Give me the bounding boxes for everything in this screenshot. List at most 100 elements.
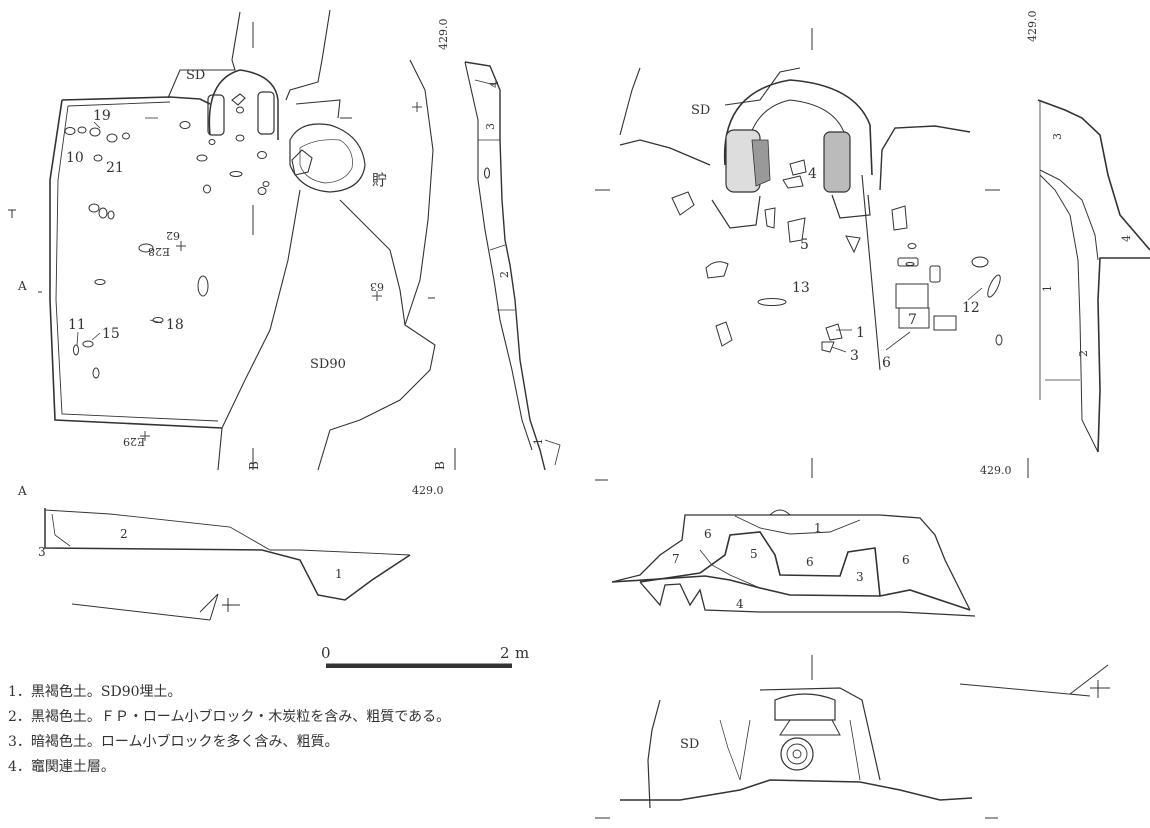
bottom-kamado-pot-inner bbox=[786, 743, 808, 765]
bottom-kamado-top bbox=[774, 693, 836, 721]
label-elev-mid-left: 429.0 bbox=[412, 484, 444, 497]
profile-stone bbox=[483, 167, 491, 179]
leader-lines-right bbox=[831, 287, 983, 353]
profile-layer-lines bbox=[474, 79, 515, 311]
artifact-number: 12 bbox=[962, 300, 980, 316]
scale-bar-fill bbox=[326, 664, 512, 668]
label-section-a: A bbox=[17, 279, 27, 293]
section-a-top bbox=[44, 509, 271, 551]
label-sd-bottom: SD bbox=[680, 737, 699, 752]
leader-line bbox=[91, 332, 101, 341]
artifact-shape bbox=[987, 274, 1001, 298]
artifact-shape bbox=[845, 235, 861, 254]
artifact-shape bbox=[93, 154, 103, 162]
artifact-shape bbox=[89, 127, 101, 137]
artifact-shape bbox=[88, 203, 100, 213]
profile-bottom bbox=[544, 439, 561, 466]
north-arrow-right bbox=[959, 664, 1110, 698]
section-a-layer3 bbox=[51, 513, 71, 547]
artifact-shape bbox=[671, 191, 695, 216]
section-r-layer7 bbox=[699, 549, 761, 589]
artifact-number: 21 bbox=[106, 160, 124, 176]
label-elev-top-right: 429.0 bbox=[1026, 11, 1039, 43]
artifact-shape bbox=[98, 207, 108, 219]
artifact-shape bbox=[73, 344, 79, 356]
artifact-shape bbox=[825, 323, 843, 341]
bottom-kamado-hint bbox=[719, 719, 741, 781]
artifact-shape bbox=[82, 340, 94, 348]
legend-item: 3．暗褐色土。ローム小ブロックを多く含み、粗質。 bbox=[8, 734, 339, 750]
artifact-shape bbox=[897, 257, 919, 267]
artifact-number: 13 bbox=[792, 280, 810, 296]
bottom-right-plan bbox=[620, 687, 973, 809]
artifact-shape bbox=[196, 154, 208, 162]
right-section bbox=[611, 509, 976, 617]
profile-outline-right bbox=[464, 61, 546, 471]
artifact-shape bbox=[92, 367, 100, 379]
leader-line bbox=[149, 319, 163, 324]
kamado-stone-left bbox=[207, 94, 225, 136]
scale-bar bbox=[326, 663, 512, 668]
artifact-shape bbox=[138, 243, 154, 253]
artifact-number: 18 bbox=[166, 317, 184, 333]
layer-number: 3 bbox=[1051, 133, 1064, 140]
artifact-shape bbox=[933, 315, 957, 331]
sd90-edge bbox=[317, 199, 436, 471]
section-r-lower bbox=[639, 581, 976, 617]
leader-line bbox=[76, 331, 79, 346]
artifact-shape bbox=[179, 121, 191, 129]
label-section-a2: A bbox=[17, 484, 27, 498]
artifact-shape bbox=[235, 134, 245, 142]
kamado-mouth-left bbox=[711, 195, 761, 229]
sd-right-dashed bbox=[724, 67, 801, 106]
bottom-plan-wall bbox=[759, 687, 881, 781]
storage-pit-inner bbox=[299, 139, 353, 184]
layer-number: 3 bbox=[484, 123, 497, 130]
section-a-surface bbox=[270, 549, 411, 556]
artifact-number: 15 bbox=[102, 326, 120, 342]
layer-number: 4 bbox=[736, 597, 744, 611]
north-arrow-left bbox=[71, 593, 240, 621]
artifact-number: 6 bbox=[882, 355, 891, 371]
section-r-layer1 bbox=[734, 509, 861, 535]
kamado-stone-right-right bbox=[823, 131, 851, 193]
label-sd90: SD90 bbox=[310, 357, 346, 372]
artifact-shape bbox=[895, 283, 929, 309]
artifact-number: 11 bbox=[68, 317, 86, 333]
left-section bbox=[44, 508, 411, 621]
artifact-shape bbox=[821, 341, 835, 353]
artifact-shape bbox=[106, 133, 118, 143]
profile-r-layer-2 bbox=[1039, 174, 1099, 453]
artifact-scatter-left bbox=[64, 106, 270, 379]
layer-number: 6 bbox=[902, 553, 910, 567]
artifact-number: 7 bbox=[908, 312, 917, 328]
storage-pit bbox=[289, 123, 366, 193]
section-markers-right bbox=[595, 28, 1029, 819]
leader-line bbox=[967, 287, 983, 301]
pit-right-diag bbox=[861, 174, 881, 371]
bottom-kamado-pot-center bbox=[792, 749, 802, 759]
sd-right-edge-low bbox=[619, 139, 711, 166]
artifact-shape bbox=[107, 210, 115, 220]
artifact-number: 5 bbox=[800, 237, 809, 253]
layer-number: 7 bbox=[672, 552, 680, 566]
layer-number: 4 bbox=[488, 81, 501, 88]
label-section-b: B bbox=[247, 461, 261, 470]
kamado-arch bbox=[208, 69, 279, 140]
artifact-number: 4 bbox=[808, 166, 817, 182]
label-grid-e29: E29 bbox=[123, 435, 145, 448]
artifact-shape bbox=[208, 139, 216, 145]
layer-number: 1 bbox=[532, 438, 545, 445]
kamado-stone-small bbox=[231, 93, 246, 106]
sd-right-edge bbox=[619, 67, 641, 136]
kamado-stone-right bbox=[257, 91, 275, 135]
artifact-scatter-right bbox=[671, 159, 1003, 353]
artifact-shape bbox=[971, 256, 989, 268]
soil-layer-legend: 1．黒褐色土。SD90埋土。 2．黒褐色土。ＦＰ・ローム小ブロック・木炭粒を含み… bbox=[8, 680, 450, 780]
artifact-shape bbox=[789, 159, 807, 176]
artifact-shape bbox=[262, 181, 270, 187]
layer-number: 6 bbox=[704, 527, 712, 541]
layer-number: 4 bbox=[1120, 235, 1133, 242]
bottom-kamado-mid bbox=[779, 719, 841, 736]
